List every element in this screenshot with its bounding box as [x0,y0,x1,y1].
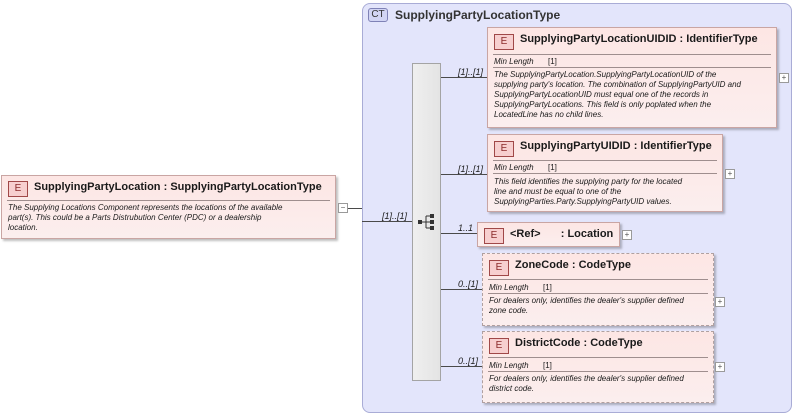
element-box-supplying-party-location-uidid[interactable]: E SupplyingPartyLocationUIDID : Identifi… [487,27,777,128]
expand-icon[interactable]: + [725,169,735,179]
element-badge: E [494,34,514,50]
divider [488,293,708,294]
expand-icon[interactable]: + [715,297,725,307]
expand-icon[interactable]: + [715,362,725,372]
divider [7,200,330,201]
divider [493,160,717,161]
element-badge: E [8,181,28,197]
element-title: DistrictCode : CodeType [515,337,643,349]
element-box-supplying-party-uidid[interactable]: E SupplyingPartyUIDID : IdentifierType M… [487,134,723,212]
expand-icon[interactable]: + [779,73,789,83]
element-badge: E [484,228,504,244]
connector-type-to-sequence [362,221,412,222]
min-length-value: [1] [548,57,557,66]
min-length-label: Min Length [489,283,529,292]
element-description: This field identifies the supplying part… [494,177,683,206]
element-badge: E [494,141,514,157]
child-multiplicity: 0..[1] [458,279,479,289]
element-title: ZoneCode : CodeType [515,259,631,271]
complex-type-name: SupplyingPartyLocationType [395,8,561,22]
complex-type-badge: CT [368,8,388,22]
min-length-label: Min Length [494,163,534,172]
element-box-location-ref[interactable]: E <Ref> : Location [477,222,620,247]
connector-child-4 [441,289,482,290]
divider [488,279,708,280]
element-title: <Ref> : Location [510,228,614,240]
root-element-description: The Supplying Locations Component repres… [8,203,283,232]
element-box-district-code[interactable]: E DistrictCode : CodeType Min Length [1]… [482,331,714,403]
child-multiplicity: 1..1 [458,223,474,233]
root-element-title: SupplyingPartyLocation : SupplyingPartyL… [34,181,322,193]
divider [493,54,771,55]
min-length-value: [1] [543,361,552,370]
connector-root-to-type [347,208,362,209]
divider [488,357,708,358]
element-description: For dealers only, identifies the dealer'… [489,296,684,315]
collapse-icon[interactable]: − [338,203,348,213]
divider [488,371,708,372]
child-multiplicity: [1]..[1] [458,67,484,77]
element-description: The SupplyingPartyLocation.SupplyingPart… [494,70,741,119]
element-box-zone-code[interactable]: E ZoneCode : CodeType Min Length [1] For… [482,253,714,326]
element-title: SupplyingPartyUIDID : IdentifierType [520,140,712,152]
divider [493,173,717,174]
connector-child-5 [441,366,482,367]
child-multiplicity: [1]..[1] [458,164,484,174]
root-element-box[interactable]: E SupplyingPartyLocation : SupplyingPart… [1,175,336,239]
element-badge: E [489,338,509,354]
sequence-compositor[interactable] [412,63,441,381]
element-badge: E [489,260,509,276]
element-title: SupplyingPartyLocationUIDID : Identifier… [520,33,758,45]
sequence-compositor-icon [418,214,434,230]
expand-icon[interactable]: + [622,230,632,240]
divider [493,67,771,68]
root-multiplicity: [1]..[1] [382,211,408,221]
connector-child-1 [441,77,487,78]
element-description: For dealers only, identifies the dealer'… [489,374,684,393]
connector-child-3 [441,233,477,234]
child-multiplicity: 0..[1] [458,356,479,366]
min-length-value: [1] [543,283,552,292]
min-length-label: Min Length [494,57,534,66]
min-length-value: [1] [548,163,557,172]
min-length-label: Min Length [489,361,529,370]
connector-child-2 [441,174,487,175]
